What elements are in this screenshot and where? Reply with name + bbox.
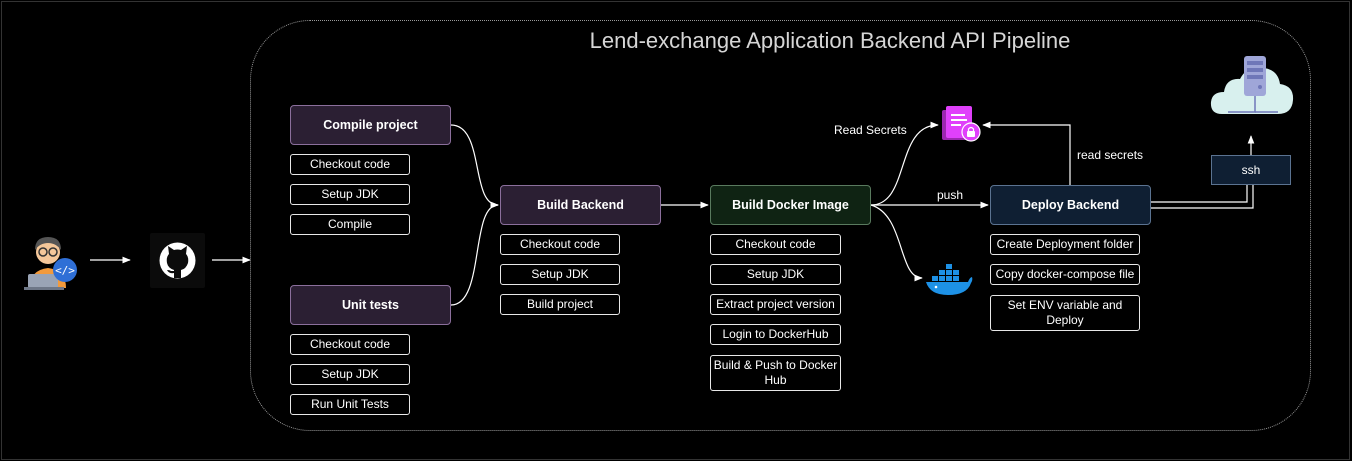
stage-compile-label: Compile project (323, 118, 418, 132)
stage-build-docker-image: Build Docker Image (710, 185, 871, 225)
step-deploy-copy-compose: Copy docker-compose file (990, 264, 1140, 285)
edge-deploy-ssh-b (1151, 185, 1254, 209)
step-docker-login: Login to DockerHub (710, 324, 841, 345)
step-build-project: Build project (500, 294, 620, 315)
pipeline-group (250, 20, 1311, 431)
edge-compile-build (450, 124, 499, 209)
diagram-title: Lend-exchange Application Backend API Pi… (589, 28, 1071, 53)
cloud-server-icon (1208, 52, 1296, 129)
stage-deploy-label: Deploy Backend (1021, 198, 1120, 212)
edge-label-read-secrets-deploy: read secrets (1077, 148, 1144, 162)
stage-build-backend-label: Build Backend (537, 198, 624, 212)
step-tests-run: Run Unit Tests (290, 394, 410, 415)
step-docker-extract-version: Extract project version (710, 294, 841, 315)
secrets-icon (940, 104, 982, 149)
step-compile-setup-jdk: Setup JDK (290, 184, 410, 205)
developer-icon: </> (20, 232, 80, 295)
svg-text:</>: </> (55, 264, 75, 277)
stage-deploy-backend: Deploy Backend (990, 185, 1151, 225)
stage-build-backend: Build Backend (500, 185, 661, 225)
edge-label-push: push (937, 188, 964, 202)
edge-deploy-ssh-a (1151, 185, 1248, 203)
edge-docker-secrets (870, 121, 939, 206)
step-tests-checkout: Checkout code (290, 334, 410, 355)
edge-label-read-secrets: Read Secrets (834, 123, 907, 137)
edge-docker-hub (870, 204, 923, 282)
edge-tests-build (450, 201, 499, 306)
step-docker-build-push: Build & Push to Docker Hub (710, 355, 841, 391)
step-docker-checkout: Checkout code (710, 234, 841, 255)
step-docker-setup-jdk: Setup JDK (710, 264, 841, 285)
step-deploy-create-folder: Create Deployment folder (990, 234, 1140, 255)
docker-icon (924, 262, 974, 303)
stage-compile-project: Compile project (290, 105, 451, 145)
step-build-checkout: Checkout code (500, 234, 620, 255)
step-deploy-env-deploy: Set ENV variable and Deploy (990, 295, 1140, 331)
step-build-setup-jdk: Setup JDK (500, 264, 620, 285)
stage-unit-tests: Unit tests (290, 285, 451, 325)
stage-build-docker-label: Build Docker Image (732, 198, 849, 212)
stage-unit-tests-label: Unit tests (342, 298, 399, 312)
step-tests-setup-jdk: Setup JDK (290, 364, 410, 385)
edge-deploy-secrets (982, 121, 1071, 185)
step-compile-compile: Compile (290, 214, 410, 235)
github-icon (150, 233, 205, 293)
ssh-label: ssh (1241, 163, 1261, 177)
ssh-node: ssh (1211, 155, 1291, 185)
step-compile-checkout: Checkout code (290, 154, 410, 175)
